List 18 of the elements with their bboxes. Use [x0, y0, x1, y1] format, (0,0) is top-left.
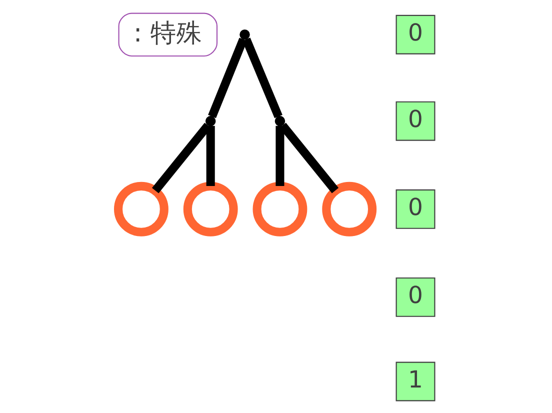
node-circle [114, 181, 168, 236]
node-box: 0 [395, 188, 435, 228]
node-circle [322, 181, 376, 236]
connector [208, 37, 247, 118]
connector [242, 37, 282, 118]
node-box: 0 [395, 100, 435, 140]
node-circle [182, 181, 238, 236]
node-point [239, 28, 250, 40]
node-box: 1 [395, 361, 435, 401]
connector [151, 122, 211, 193]
node-point [274, 115, 285, 126]
node-point [204, 115, 216, 126]
connector [206, 125, 214, 186]
node-box: 0 [395, 276, 435, 316]
connector [275, 125, 284, 186]
node-circle [252, 181, 307, 236]
node-box: : 特殊 [118, 12, 218, 56]
node-box: 0 [395, 14, 435, 54]
